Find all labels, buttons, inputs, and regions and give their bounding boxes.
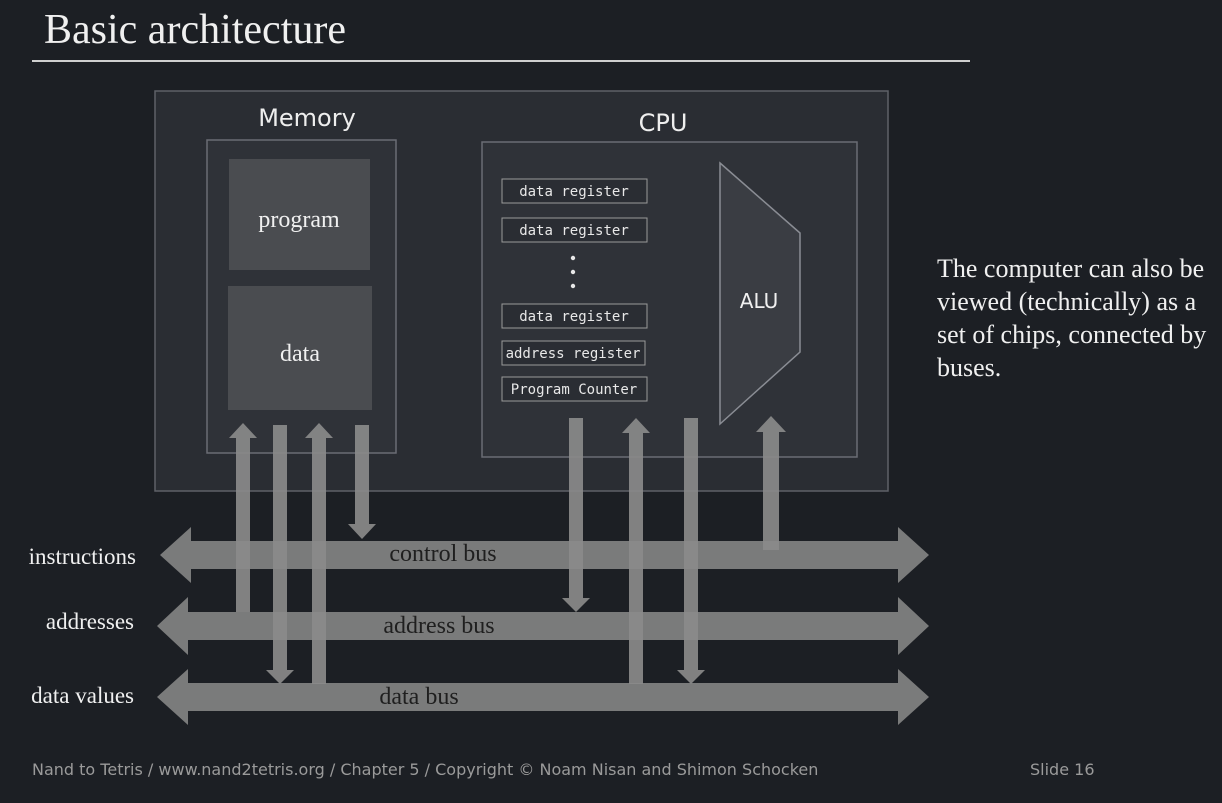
memory-address-up-arrow <box>229 423 257 612</box>
memory-data-down-arrow <box>266 425 294 684</box>
register-2: data register <box>501 217 648 243</box>
memory-control-down-arrow <box>348 425 376 539</box>
address-bus-arrow <box>157 597 929 655</box>
cpu-label: CPU <box>639 109 688 137</box>
register-1: data register <box>501 178 648 204</box>
instructions-label: instructions <box>29 544 136 569</box>
footer-credits: Nand to Tetris / www.nand2tetris.org / C… <box>32 760 819 779</box>
memory-label: Memory <box>258 104 356 132</box>
data-block <box>228 286 372 410</box>
program-label: program <box>258 207 340 233</box>
control-bus-label: control bus <box>389 541 496 567</box>
register-1-label: data register <box>519 184 629 200</box>
data-label: data <box>280 341 320 367</box>
address-bus-label: address bus <box>383 613 494 639</box>
data-bus-label: data bus <box>379 684 458 710</box>
address-register-label: address register <box>506 346 641 362</box>
program-block <box>229 159 370 270</box>
alu-shape <box>719 161 801 426</box>
cpu-address-down-arrow <box>562 418 590 612</box>
data-bus-arrow <box>157 669 929 725</box>
cpu-data-up-arrow <box>622 418 650 684</box>
memory-data-up-arrow <box>305 423 333 684</box>
alu-control-up-arrow <box>756 416 786 550</box>
side-description: The computer can also be viewed (technic… <box>937 254 1207 382</box>
register-3: data register <box>501 303 648 329</box>
slide-number: Slide 16 <box>1030 760 1095 779</box>
program-counter-label: Program Counter <box>511 382 637 398</box>
control-bus-arrow <box>160 527 929 583</box>
address-register: address register <box>501 340 646 366</box>
addresses-label: addresses <box>46 609 134 634</box>
alu-label: ALU <box>740 289 778 313</box>
slide-title: Basic architecture <box>44 7 346 53</box>
program-counter: Program Counter <box>501 376 648 402</box>
register-2-label: data register <box>519 223 629 239</box>
title-underline <box>32 60 970 62</box>
register-ellipsis <box>570 255 576 289</box>
cpu-data-down-arrow <box>677 418 705 684</box>
register-3-label: data register <box>519 309 629 325</box>
data-values-label: data values <box>31 683 134 708</box>
